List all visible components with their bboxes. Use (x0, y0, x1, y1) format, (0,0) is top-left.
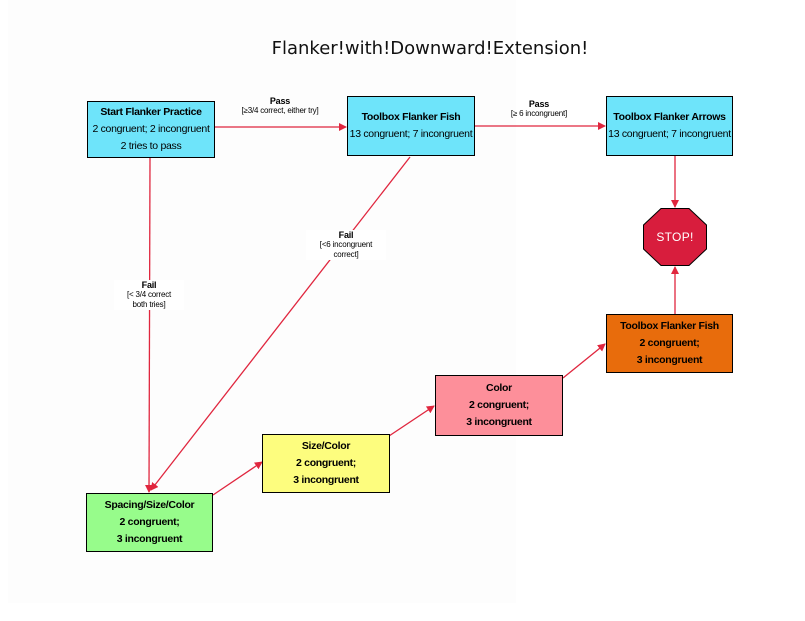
edge-label-fail-fish: Fail [<6 incongruent correct] (306, 230, 386, 260)
node-title: Toolbox Flanker Fish (361, 111, 461, 123)
node-title: Toolbox Flanker Arrows (613, 111, 726, 123)
edge-label-text: both tries] (132, 300, 166, 309)
edge-label-text: [< 3/4 correct (126, 290, 172, 299)
edge-label-head: Fail (141, 280, 157, 290)
node-toolbox-flanker-fish-small: Toolbox Flanker Fish 2 congruent; 3 inco… (606, 314, 733, 373)
node-line: 3 incongruent (293, 474, 359, 486)
edge-label-head: Fail (338, 230, 354, 240)
diagram-title: Flanker!with!Downward!Extension! (271, 38, 589, 59)
node-line: 2 congruent; (639, 337, 700, 349)
edge-label-text: [≥3/4 correct, either try] (241, 106, 319, 115)
node-line: 3 incongruent (116, 533, 183, 545)
node-line: 3 incongruent (466, 416, 532, 428)
edge-spacing-to-sizecolor (212, 461, 263, 496)
node-title: Spacing/Size/Color (104, 499, 195, 511)
node-toolbox-flanker-arrows: Toolbox Flanker Arrows 13 congruent; 7 i… (606, 96, 733, 156)
stop-label: STOP! (656, 230, 694, 244)
node-spacing-size-color: Spacing/Size/Color 2 congruent; 3 incong… (86, 493, 213, 552)
node-line: 13 congruent; 7 incongruent (608, 128, 731, 140)
node-title: Start Flanker Practice (100, 106, 202, 118)
edge-sizecolor-to-color (388, 405, 435, 437)
edge-fish-fail (150, 156, 411, 491)
node-line: 13 congruent; 7 incongruent (349, 128, 473, 140)
node-line: 2 congruent; (469, 399, 529, 411)
edge-label-pass-2: Pass [≥ 6 incongruent] (494, 99, 584, 119)
node-line: 2 congruent; 2 incongruent (92, 123, 210, 135)
edge-label-head: Pass (269, 96, 291, 106)
node-title: Color (486, 382, 512, 394)
edge-label-fail-start: Fail [< 3/4 correct both tries] (114, 280, 184, 310)
stop-octagon-icon (643, 208, 707, 266)
edge-color-to-fishsmall (562, 343, 606, 379)
edge-start-fail (145, 157, 154, 493)
edge-label-head: Pass (528, 99, 550, 109)
node-line: 2 congruent; (296, 457, 356, 469)
node-title: Toolbox Flanker Fish (620, 320, 719, 332)
node-line: 2 tries to pass (120, 140, 182, 152)
node-line: 2 congruent; (119, 516, 180, 528)
edge-label-text: correct] (333, 250, 359, 259)
node-color: Color 2 congruent; 3 incongruent (435, 375, 563, 436)
edge-label-text: [≥ 6 incongruent] (510, 109, 568, 118)
node-title: Size/Color (301, 440, 351, 452)
node-start-flanker-practice: Start Flanker Practice 2 congruent; 2 in… (87, 101, 215, 158)
edge-label-pass-1: Pass [≥3/4 correct, either try] (225, 96, 335, 116)
node-line: 3 incongruent (636, 354, 703, 366)
node-toolbox-flanker-fish: Toolbox Flanker Fish 13 congruent; 7 inc… (347, 96, 475, 156)
edge-label-text: [<6 incongruent (319, 240, 373, 249)
node-size-color: Size/Color 2 congruent; 3 incongruent (262, 434, 390, 493)
